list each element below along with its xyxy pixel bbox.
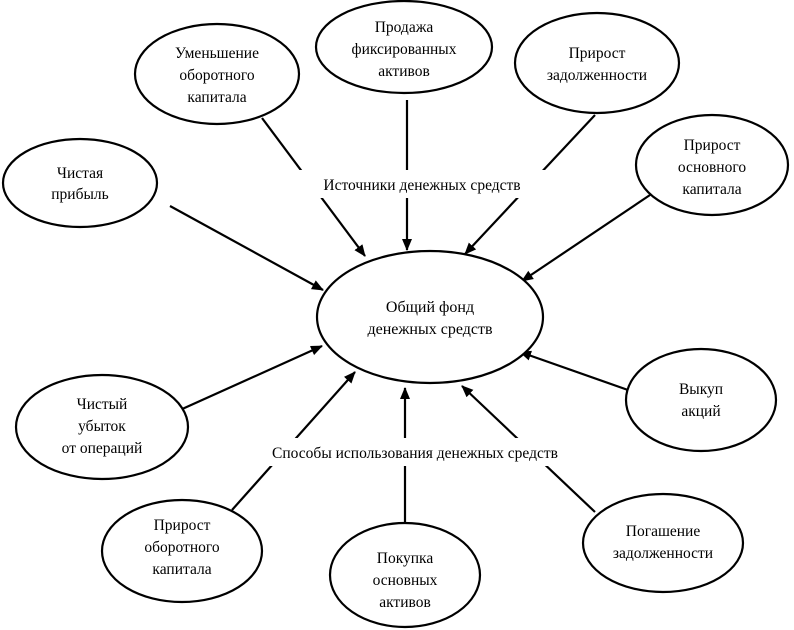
edge-share-buyback	[519, 350, 629, 392]
center-node: Общий фонд денежных средств	[315, 249, 545, 385]
node-working-capital-decrease: Уменьшение оборотного капитала	[133, 22, 301, 126]
node-ei-line-3: капитала	[682, 181, 741, 198]
node-di-line-1: Прирост	[569, 45, 626, 62]
uses-label: Способы использования денежных средств	[230, 438, 602, 466]
node-dr-line-2: задолженности	[613, 545, 713, 562]
node-di-line-2: задолженности	[547, 67, 647, 84]
node-sb-line-2: акций	[681, 403, 720, 420]
center-line-2: денежных средств	[367, 321, 493, 338]
node-sb-line-1: Выкуп	[679, 381, 723, 398]
node-fixed-assets-purchase: Покупка основных активов	[328, 521, 482, 629]
uses-label-text: Способы использования денежных средств	[272, 445, 558, 462]
sources-label-text: Источники денежных средств	[323, 177, 520, 194]
node-net-profit: Чистая прибыль	[1, 137, 159, 229]
node-fap-line-3: активов	[379, 594, 431, 611]
node-wcd-line-2: оборотного	[179, 67, 254, 84]
node-working-capital-increase: Прирост оборотного капитала	[100, 498, 264, 604]
node-debt-increase: Прирост задолженности	[513, 11, 681, 115]
edge-net-profit	[169, 205, 324, 291]
node-net-operating-loss: Чистый убыток от операций	[14, 373, 190, 481]
edge-equity-increase	[521, 194, 651, 282]
node-fas-line-3: активов	[378, 63, 430, 80]
node-nol-line-2: убыток	[78, 418, 126, 435]
center-line-1: Общий фонд	[386, 299, 474, 316]
node-ei-line-1: Прирост	[684, 137, 741, 154]
sources-label: Источники денежных средств	[292, 170, 552, 198]
node-debt-repayment: Погашение задолженности	[581, 492, 745, 594]
node-wci-line-2: оборотного	[144, 539, 219, 556]
node-fap-line-2: основных	[373, 572, 438, 589]
node-fap-line-1: Покупка	[377, 550, 434, 567]
node-wcd-line-3: капитала	[187, 89, 246, 106]
node-net-profit-line-2: прибыль	[51, 186, 108, 203]
node-nol-line-1: Чистый	[77, 396, 128, 413]
node-dr-line-1: Погашение	[626, 523, 701, 540]
node-fas-line-1: Продажа	[375, 19, 434, 36]
node-net-profit-line-1: Чистая	[57, 165, 103, 182]
node-fas-line-2: фиксированных	[352, 41, 457, 58]
node-wci-line-1: Прирост	[154, 517, 211, 534]
node-equity-increase: Прирост основного капитала	[634, 113, 790, 217]
edge-net-operating-loss	[179, 344, 323, 412]
node-nol-line-3: от операций	[62, 440, 143, 457]
node-fixed-assets-sale: Продажа фиксированных активов	[314, 0, 494, 95]
node-share-buyback: Выкуп акций	[624, 347, 778, 453]
node-ei-line-2: основного	[678, 159, 746, 176]
node-wcd-line-1: Уменьшение	[175, 45, 259, 62]
node-wci-line-3: капитала	[152, 561, 211, 578]
